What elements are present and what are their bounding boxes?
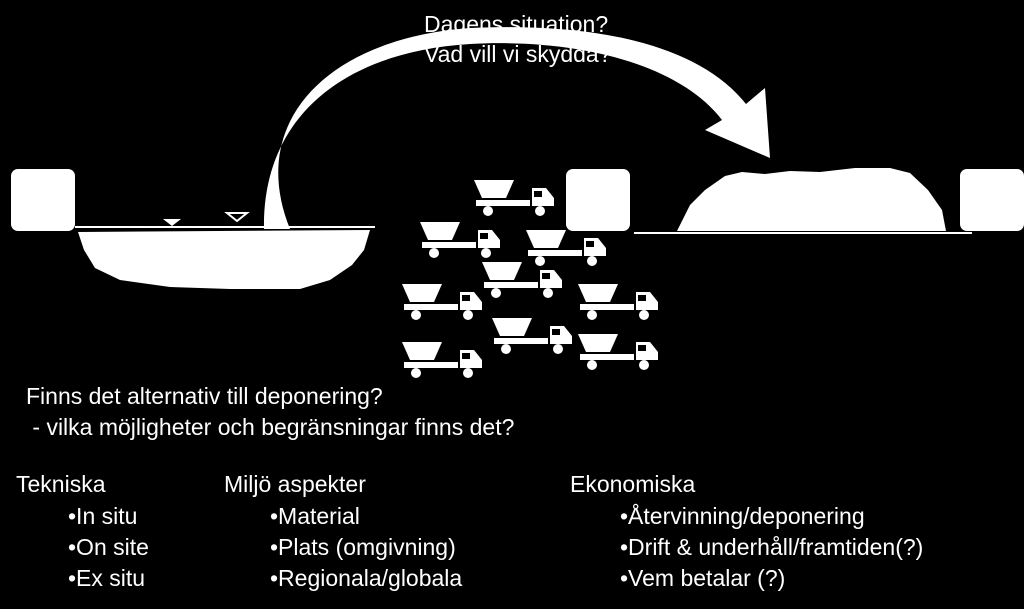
list-item: •Plats (omgivning) xyxy=(270,534,456,560)
truck xyxy=(578,334,658,370)
truck xyxy=(402,284,482,320)
truck xyxy=(578,284,658,320)
truck xyxy=(402,342,482,378)
list-item: •In situ xyxy=(68,503,138,529)
list-item: •On site xyxy=(68,534,149,560)
list-item: •Regionala/globala xyxy=(270,565,463,591)
list-item: •Vem betalar (?) xyxy=(620,565,786,591)
truck xyxy=(482,262,562,298)
landfill-mound xyxy=(677,168,946,231)
top-question-line1: Dagens situation? xyxy=(424,11,609,37)
right-box xyxy=(960,169,1024,231)
list-item: •Drift & underhåll/framtiden(?) xyxy=(620,534,924,560)
middle-box xyxy=(566,169,630,231)
list-item: •Återvinning/deponering xyxy=(620,503,865,529)
truck xyxy=(526,230,606,266)
left-box xyxy=(11,169,75,231)
truck xyxy=(474,180,554,216)
list-item: •Material xyxy=(270,503,360,529)
top-question-line2: Vad vill vi skydda? xyxy=(424,41,612,67)
water-level-marker-outline xyxy=(224,212,250,223)
list-item: •Ex situ xyxy=(68,565,146,591)
truck xyxy=(420,222,500,258)
column-heading-miljo: Miljö aspekter xyxy=(224,471,366,497)
contaminated-soil-pit xyxy=(78,230,370,289)
question-line1: Finns det alternativ till deponering? xyxy=(26,383,383,409)
column-heading-tekniska: Tekniska xyxy=(16,471,106,497)
column-heading-ekonomiska: Ekonomiska xyxy=(570,471,696,497)
question-line2: - vilka möjligheter och begränsningar fi… xyxy=(26,414,515,440)
water-level-marker-filled xyxy=(163,219,181,226)
truck xyxy=(492,318,572,354)
